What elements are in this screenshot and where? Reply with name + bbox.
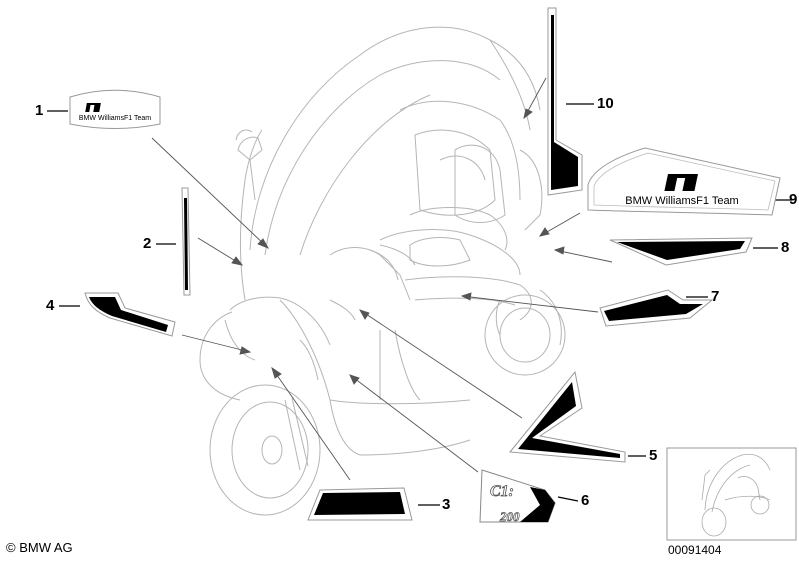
document-number: 00091404 bbox=[668, 543, 722, 557]
callout-ticks bbox=[47, 103, 792, 506]
thumbnail-box bbox=[666, 447, 797, 541]
decal-7 bbox=[599, 289, 714, 327]
callout-2: 2 bbox=[143, 235, 152, 252]
decal-2-strip bbox=[181, 187, 191, 296]
decal-9-banner bbox=[587, 147, 781, 216]
decal-4 bbox=[84, 292, 176, 337]
decal-9-text: BMW WilliamsF1 Team bbox=[625, 195, 738, 207]
callout-5: 5 bbox=[649, 447, 658, 464]
decal-3 bbox=[307, 487, 413, 521]
decal-6-bottom-text: 200 bbox=[499, 509, 520, 524]
decal-1-banner bbox=[69, 89, 161, 129]
decal-8 bbox=[609, 237, 753, 266]
decal-6: C1: 200 bbox=[479, 469, 556, 524]
decal-10 bbox=[547, 7, 583, 196]
callout-6: 6 bbox=[581, 492, 590, 509]
callout-8: 8 bbox=[781, 239, 790, 256]
decal-5 bbox=[509, 370, 626, 463]
callout-3: 3 bbox=[442, 496, 451, 513]
leader-lines bbox=[151, 77, 613, 481]
callout-7: 7 bbox=[711, 288, 720, 305]
callout-9: 9 bbox=[789, 192, 798, 207]
callout-1: 1 bbox=[35, 102, 44, 119]
decal-1-text: BMW WilliamsF1 Team bbox=[79, 115, 151, 122]
callout-10: 10 bbox=[597, 95, 614, 112]
copyright-text: © BMW AG bbox=[6, 540, 73, 555]
callout-4: 4 bbox=[46, 297, 55, 314]
scooter-outline bbox=[199, 26, 566, 516]
decal-6-top-text: C1: bbox=[490, 483, 514, 500]
